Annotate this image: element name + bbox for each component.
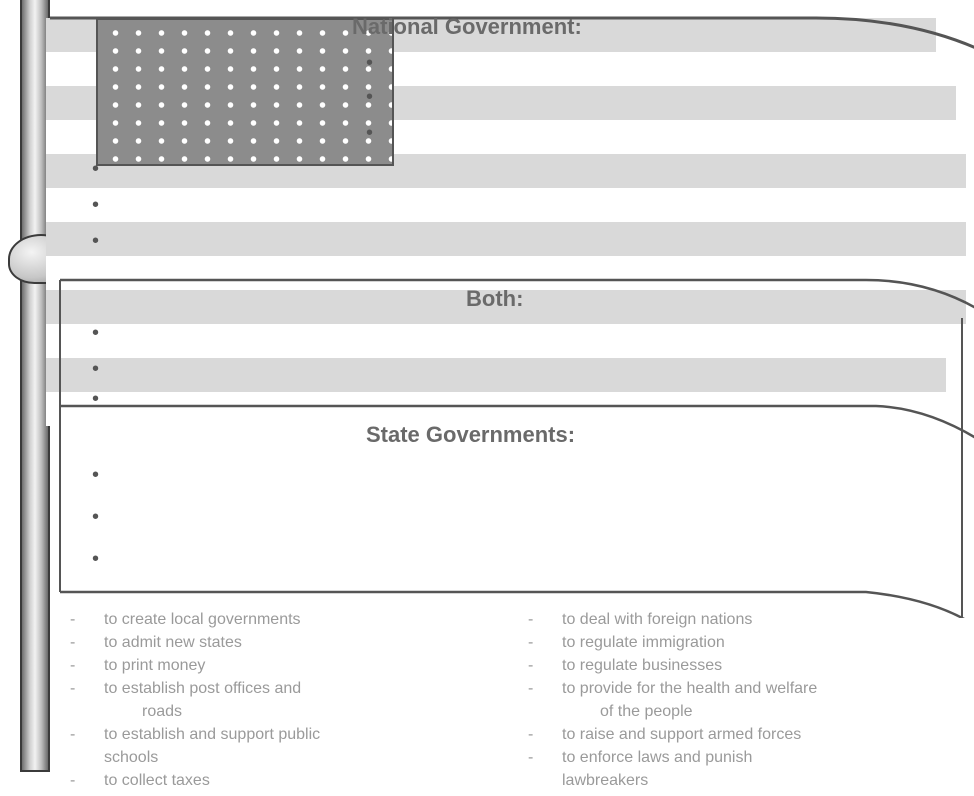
list-item-continuation: roads — [142, 703, 183, 720]
powers-list-right: to deal with foreign nations to regulate… — [520, 608, 972, 792]
both-bullet: • — [92, 388, 100, 410]
both-bullet: • — [92, 322, 100, 344]
list-item: to raise and support armed forces — [520, 723, 972, 746]
flag-stripe — [46, 188, 966, 222]
national-bullet: • — [92, 194, 100, 216]
list-item: to enforce laws and punish — [520, 746, 972, 769]
list-item: to provide for the health and welfare — [520, 677, 972, 700]
both-bullet: • — [92, 358, 100, 380]
national-bullet: • — [366, 122, 374, 144]
list-item-continuation: schools — [104, 749, 159, 766]
flag-diagram: National Government: • • • • • • Both: •… — [46, 8, 974, 618]
flag-stripe — [46, 358, 946, 392]
list-item: to deal with foreign nations — [520, 608, 972, 631]
both-title: Both: — [466, 286, 524, 311]
list-item: to establish and support public — [62, 723, 482, 746]
list-item: to regulate immigration — [520, 631, 972, 654]
national-bullet: • — [92, 230, 100, 252]
national-government-title: National Government: — [352, 14, 582, 39]
state-bullet: • — [92, 548, 100, 570]
flag-stripe — [46, 222, 966, 256]
national-bullet: • — [366, 52, 374, 74]
national-bullet: • — [92, 158, 100, 180]
list-item: to regulate businesses — [520, 654, 972, 677]
powers-list-left: to create local governments to admit new… — [62, 608, 482, 792]
list-item: to create local governments — [62, 608, 482, 631]
list-item-continuation: of the people — [600, 703, 693, 720]
state-bullet: • — [92, 506, 100, 528]
list-item: to admit new states — [62, 631, 482, 654]
stars-canton — [96, 18, 394, 166]
flag-stripe — [46, 324, 946, 358]
flag-stripe — [46, 256, 966, 290]
flag-stripe — [46, 290, 966, 324]
list-item: to print money — [62, 654, 482, 677]
state-bullet: • — [92, 464, 100, 486]
list-item: to establish post offices and — [62, 677, 482, 700]
state-governments-title: State Governments: — [366, 422, 576, 447]
state-governments-panel — [60, 406, 960, 596]
list-item: to collect taxes — [62, 769, 482, 792]
national-bullet: • — [366, 86, 374, 108]
list-item-continuation: lawbreakers — [562, 772, 649, 789]
